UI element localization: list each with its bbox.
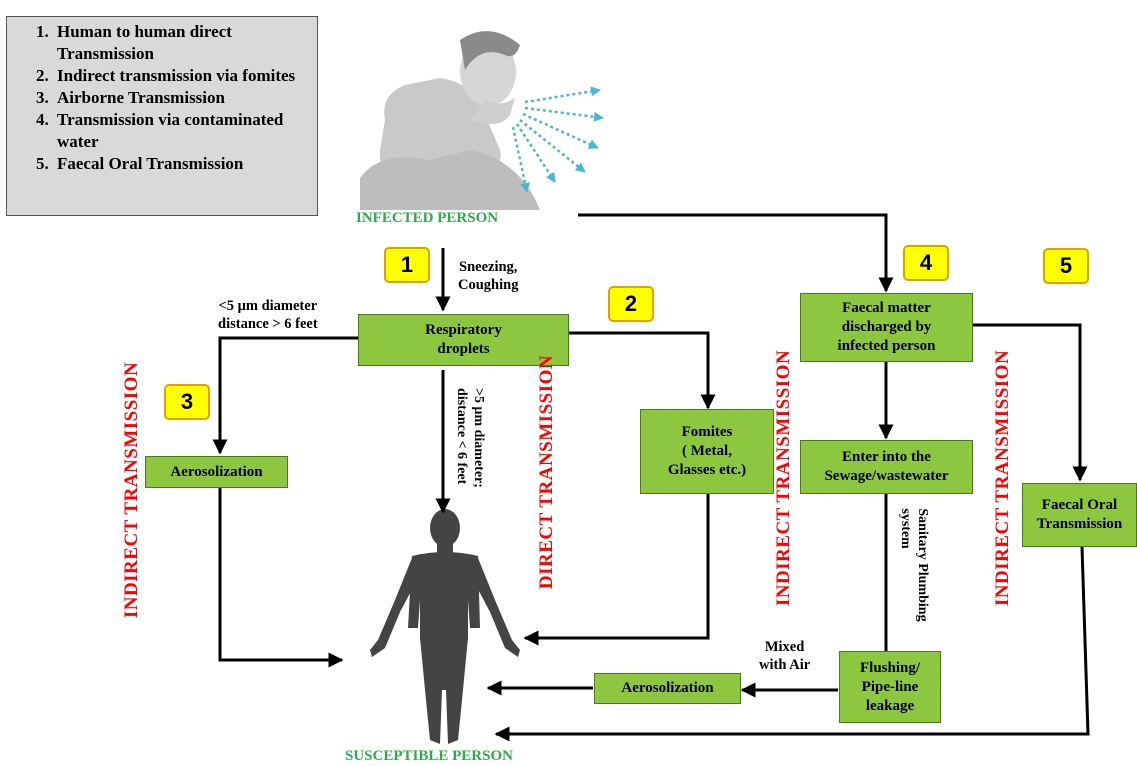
- legend-box: Human to human direct Transmission Indir…: [6, 16, 318, 216]
- susceptible-person-figure: [370, 509, 520, 744]
- legend-list: Human to human direct Transmission Indir…: [7, 21, 317, 175]
- indirect-transmission-right-label: INDIRECT TRANSMISSION: [992, 349, 1013, 607]
- plumbing-label: Sanitary Plumbing system: [898, 508, 930, 622]
- legend-item: Transmission via contaminated water: [53, 109, 317, 153]
- indirect-transmission-mid-label: INDIRECT TRANSMISSION: [773, 349, 794, 607]
- faecal-oral-box: Faecal Oral Transmission: [1022, 483, 1137, 547]
- legend-item: Faecal Oral Transmission: [53, 153, 317, 175]
- number-badge-1: 1: [384, 247, 430, 283]
- spray-lines: [511, 86, 604, 193]
- legend-item: Human to human direct Transmission: [53, 21, 317, 65]
- infected-person-label: INFECTED PERSON: [356, 210, 499, 226]
- connectors: [212, 213, 1090, 742]
- sneezing-label: Sneezing, Coughing: [458, 259, 519, 293]
- respiratory-droplets-box: Respiratory droplets: [358, 314, 569, 366]
- sewage-box: Enter into the Sewage/wastewater: [800, 440, 973, 494]
- large-droplet-label: >5 μm diameter; distance < 6 feet: [454, 388, 486, 488]
- legend-item: Airborne Transmission: [53, 87, 317, 109]
- susceptible-person-label: SUSCEPTIBLE PERSON: [345, 748, 513, 764]
- number-badge-5: 5: [1043, 248, 1089, 284]
- aerosolization-left-box: Aerosolization: [145, 456, 288, 488]
- mixed-air-label: Mixed with Air: [759, 639, 811, 673]
- infected-person-figure: [360, 31, 540, 210]
- faecal-matter-box: Faecal matter discharged by infected per…: [800, 293, 973, 362]
- small-droplet-label: <5 μm diameter distance > 6 feet: [218, 298, 318, 332]
- indirect-transmission-left-label: INDIRECT TRANSMISSION: [121, 361, 142, 619]
- flushing-box: Flushing/ Pipe-line leakage: [839, 651, 941, 723]
- number-badge-4: 4: [903, 245, 949, 281]
- aerosolization-bottom-box: Aerosolization: [594, 673, 741, 704]
- fomites-box: Fomites ( Metal, Glasses etc.): [640, 409, 774, 494]
- direct-transmission-label: DIRECT TRANSMISSION: [536, 354, 557, 590]
- legend-item: Indirect transmission via fomites: [53, 65, 317, 87]
- number-badge-2: 2: [608, 286, 654, 322]
- number-badge-3: 3: [164, 384, 210, 420]
